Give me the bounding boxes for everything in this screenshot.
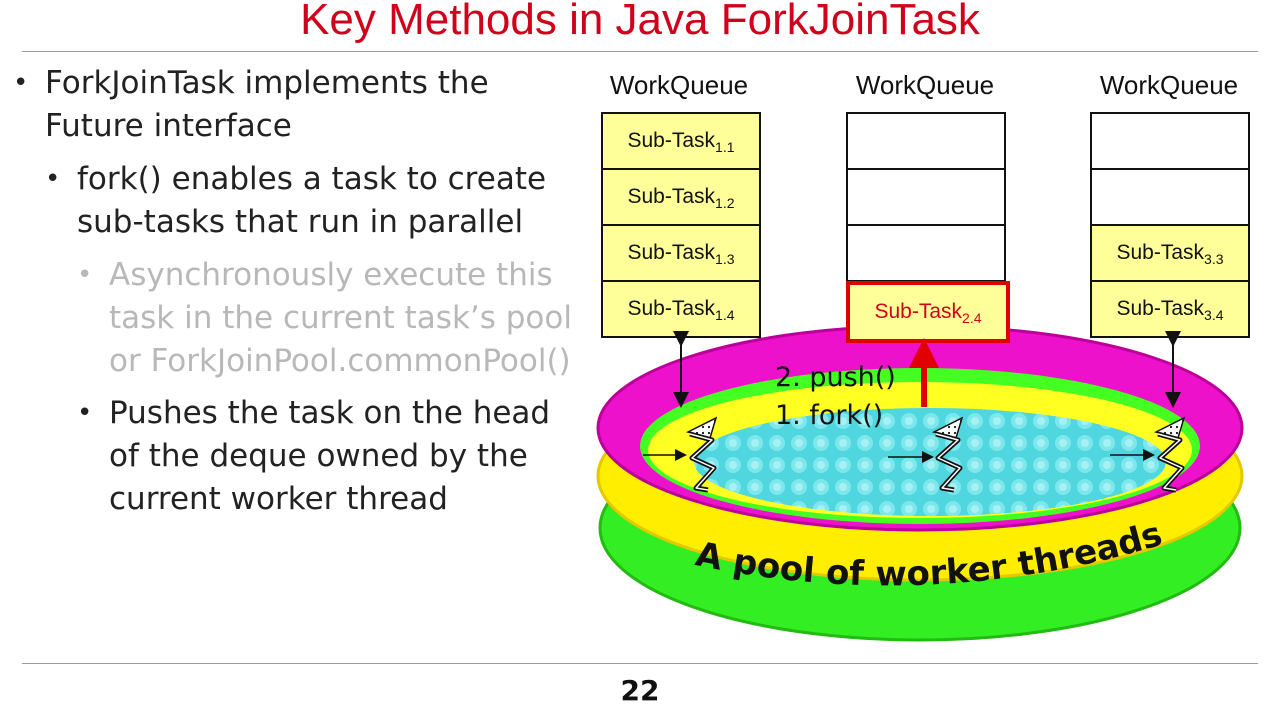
bullet-push-deque: • Pushes the task on the head of the deq…: [77, 392, 589, 521]
bullet-marker: •: [45, 164, 61, 194]
title-divider: [22, 51, 1258, 52]
bullet-marker: •: [77, 398, 93, 428]
bullet-text: Asynchronously execute this task in the …: [109, 257, 572, 379]
worker-pool-illustration: A pool of worker threads: [596, 324, 1244, 642]
queue-slot-empty: [1092, 170, 1248, 226]
bullet-fork-subtasks: • fork() enables a task to create sub-ta…: [45, 158, 577, 244]
push-label: 2. push(): [775, 362, 896, 393]
workqueue-label-3: WorkQueue: [1099, 70, 1239, 100]
queue-slot-empty: [1092, 114, 1248, 170]
bullet-marker: •: [13, 68, 29, 98]
bullet-async-execute: • Asynchronously execute this task in th…: [77, 254, 599, 383]
footer-divider: [22, 663, 1258, 664]
bullet-text: ForkJoinTask implements the Future inter…: [45, 65, 489, 144]
queue-slot-empty: [848, 170, 1004, 226]
bullet-marker: •: [77, 260, 93, 290]
fork-label: 1. fork(): [775, 400, 884, 431]
page-number: 22: [620, 674, 660, 707]
bullet-forkjointask-future: • ForkJoinTask implements the Future int…: [13, 62, 545, 148]
slide-title: Key Methods in Java ForkJoinTask: [300, 0, 980, 44]
queue-slot-empty: [848, 114, 1004, 170]
bullet-text: Pushes the task on the head of the deque…: [109, 395, 551, 517]
workqueue-label-2: WorkQueue: [855, 70, 995, 100]
bullet-text: fork() enables a task to create sub-task…: [77, 161, 547, 240]
workqueue-label-1: WorkQueue: [609, 70, 749, 100]
queue-slot-empty: [848, 226, 1004, 282]
